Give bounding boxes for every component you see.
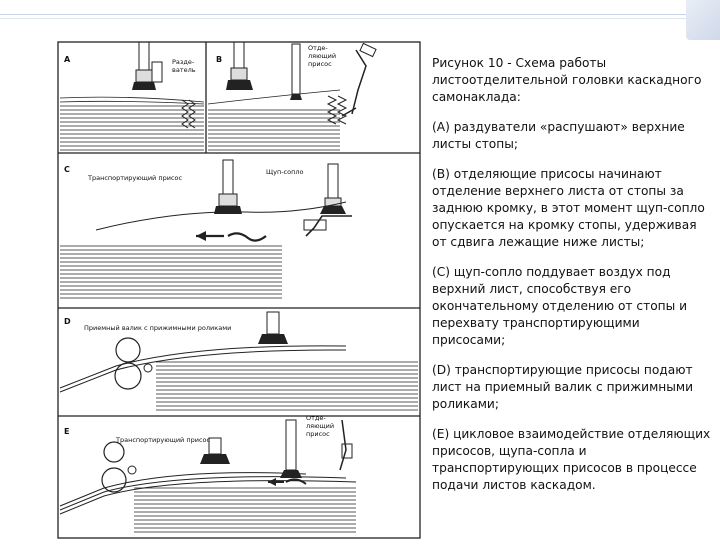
panel-b-label: Отде- ляющий присос: [308, 44, 338, 68]
panel-a-letter: A: [64, 55, 71, 64]
corner-decoration: [686, 0, 720, 40]
panel-e-letter: E: [64, 427, 69, 436]
panel-c-label-left: Транспортирующий присос: [87, 174, 182, 182]
scheme-figure: A Разде- ватель: [56, 40, 424, 540]
caption-item-a: (А) раздуватели «распушают» верхние лист…: [432, 120, 685, 151]
panel-a-label-line1: Разде-: [172, 58, 195, 66]
panel-d: D Приемный валик с прижимными роликами: [59, 311, 418, 411]
panel-b-label-line1: Отде-: [308, 44, 328, 52]
panel-b-label-line3: присос: [308, 60, 332, 68]
panel-e-label-right: Отде- ляющий присос: [306, 414, 336, 438]
caption-column: Рисунок 10 - Схема работы листоотделител…: [432, 55, 712, 507]
top-rule: [0, 14, 690, 15]
panel-e-label-left: Транспортирующий присос: [115, 436, 210, 444]
caption-item-d: (D) транспортирующие присосы подают лист…: [432, 363, 693, 411]
panel-a-label-line2: ватель: [172, 66, 196, 74]
panel-b-letter: B: [216, 55, 222, 64]
panel-b: B Отде- ляющий присос: [207, 41, 377, 151]
panel-c-letter: C: [64, 165, 70, 174]
figure-title: Рисунок 10 - Схема работы листоотделител…: [432, 56, 702, 104]
panel-e-label-right-line2: ляющий: [306, 422, 334, 430]
caption-item-c: (С) щуп-сопло поддувает воздух под верхн…: [432, 265, 688, 347]
caption-item-b: (В) отделяющие присосы начинают отделени…: [432, 167, 705, 249]
panel-a: A Разде- ватель: [59, 41, 205, 151]
panel-c-label-right: Щуп-сопло: [266, 168, 304, 176]
panel-e-label-right-line1: Отде-: [306, 414, 326, 422]
panel-b-label-line2: ляющий: [308, 52, 336, 60]
top-rule-secondary: [0, 18, 690, 19]
panel-c: C Транспортирующий присос Щуп-сопло: [60, 159, 352, 299]
panel-e-label-right-line3: присос: [306, 430, 330, 438]
panel-e: E Транспортирующий присос Отде- ляющий п…: [59, 414, 357, 533]
slide-top-decoration: [0, 0, 720, 20]
scheme-drawing: A Разде- ватель: [57, 41, 421, 539]
panel-d-letter: D: [64, 317, 71, 326]
panel-d-label: Приемный валик с прижимными роликами: [84, 324, 231, 332]
caption-item-e: (Е) цикловое взаимодействие отделяющих п…: [432, 427, 711, 492]
panel-a-label: Разде- ватель: [172, 58, 196, 74]
